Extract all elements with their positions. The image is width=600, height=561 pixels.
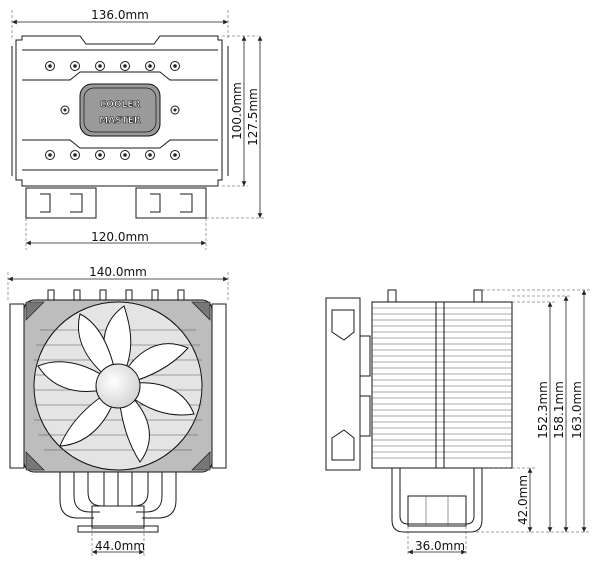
- top-side-fans: [11, 40, 229, 180]
- top-base-width-label: 120.0mm: [91, 230, 149, 244]
- top-heatpipe-row-lower: [45, 150, 180, 160]
- top-center-plate: [22, 71, 218, 149]
- top-height-inner-label: 100.0mm: [230, 82, 244, 140]
- top-height-outer-label: 127.5mm: [246, 88, 260, 146]
- front-view: 140.0mm: [7, 265, 229, 556]
- logo-text-line1: COOLER: [100, 100, 141, 110]
- top-heatpipe-row-upper: [45, 61, 180, 71]
- top-inner-rails: [22, 49, 218, 171]
- side-base-height-label: 42.0mm: [516, 475, 530, 525]
- side-heatpipe-tip-left: [387, 289, 397, 303]
- cooler-master-logo: COOLER MASTER: [79, 83, 161, 137]
- front-base-plate: [77, 525, 159, 533]
- front-fan-hub: [95, 363, 141, 409]
- front-fan-corner-pads: [25, 301, 211, 471]
- side-heatpipe-loop: [391, 468, 483, 533]
- front-base-block: [91, 505, 145, 529]
- side-fan-profile: [325, 297, 361, 471]
- side-heatpipe-tip-right: [473, 289, 483, 303]
- top-fan-clips: [25, 187, 207, 219]
- side-base-block: [407, 495, 467, 527]
- front-base-label: 44.0mm: [95, 539, 145, 553]
- front-right-bracket: [211, 303, 227, 469]
- side-view: 36.0mm 42.0mm 152.3mm 158.1mm 163.0mm: [325, 289, 590, 556]
- top-width-label: 136.0mm: [91, 8, 149, 22]
- side-height-158-label: 158.1mm: [552, 381, 566, 439]
- side-depth-label: 36.0mm: [415, 539, 465, 553]
- side-fin-stack: [371, 301, 513, 469]
- front-width-label: 140.0mm: [89, 265, 147, 279]
- front-left-bracket: [9, 303, 25, 469]
- front-heatpipes-bottom: [59, 472, 177, 519]
- top-view: 136.0mm: [11, 8, 264, 250]
- side-height-163-label: 163.0mm: [570, 381, 584, 439]
- logo-text-line2: MASTER: [99, 116, 141, 126]
- side-height-152-label: 152.3mm: [536, 381, 550, 439]
- top-heatpipe-mid: [60, 105, 180, 115]
